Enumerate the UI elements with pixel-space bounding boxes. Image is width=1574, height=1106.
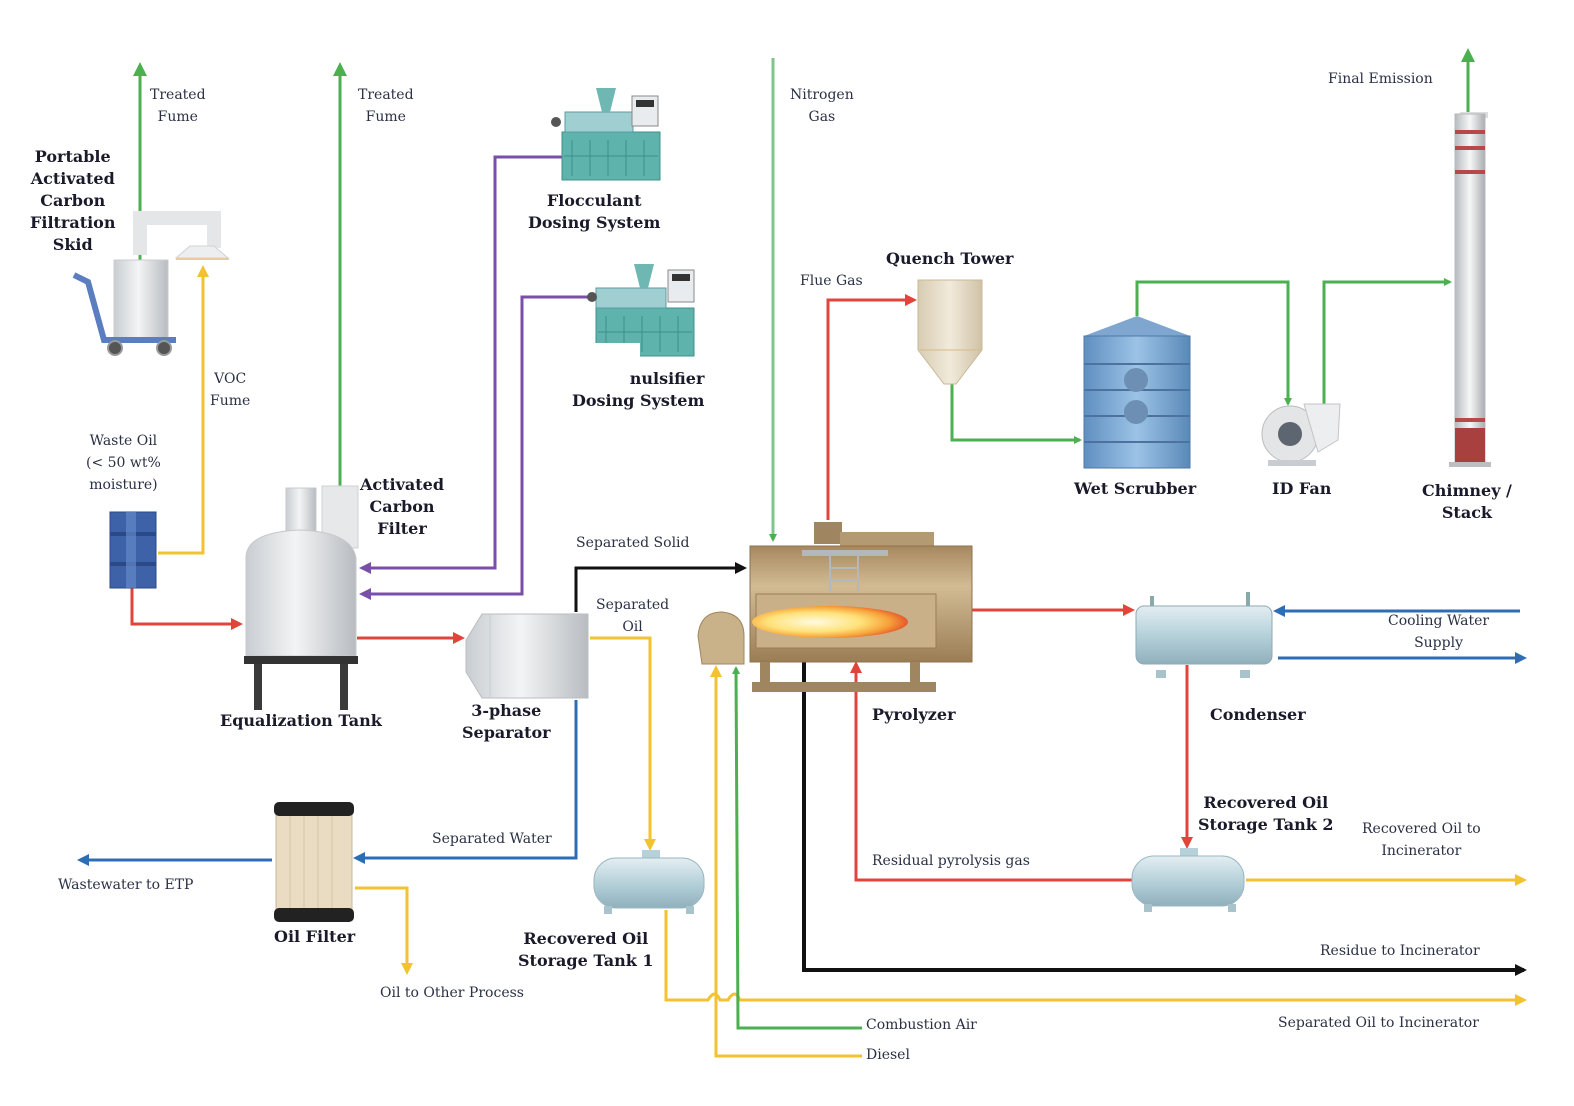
pipe-oil-other bbox=[355, 886, 413, 975]
label-storage-tank-1: Recovered Oil Storage Tank 1 bbox=[518, 929, 654, 970]
label-separated-solid: Separated Solid bbox=[576, 535, 690, 551]
portable-carbon-skid-icon bbox=[72, 211, 230, 356]
pipe-flocculant bbox=[359, 155, 562, 574]
pipe-separated-oil bbox=[590, 636, 656, 851]
label-separator: 3-phase Separator bbox=[462, 701, 551, 742]
label-separated-oil-incinerator: Separated Oil to Incinerator bbox=[1278, 1015, 1479, 1031]
pipe-flue-gas bbox=[826, 294, 917, 520]
storage-tank-1-icon bbox=[593, 850, 705, 914]
label-wet-scrubber: Wet Scrubber bbox=[1074, 479, 1197, 498]
wet-scrubber-icon bbox=[1083, 316, 1191, 469]
waste-oil-drum-icon bbox=[109, 511, 157, 589]
flocculant-dosing-system-icon bbox=[551, 88, 661, 181]
pipe-voc-fume bbox=[158, 265, 209, 555]
label-equalization-tank: Equalization Tank bbox=[220, 711, 382, 730]
label-treated-fume-1: Treated Fume bbox=[150, 87, 206, 125]
label-condenser: Condenser bbox=[1210, 705, 1306, 724]
pipe-scrubber-to-fan bbox=[1135, 280, 1292, 406]
label-residual-gas: Residual pyrolysis gas bbox=[872, 853, 1030, 869]
label-separated-oil: Separated Oil bbox=[596, 597, 670, 635]
label-residue-incinerator: Residue to Incinerator bbox=[1320, 943, 1480, 959]
pipe-combustion-air bbox=[732, 666, 862, 1030]
label-carbon-skid: Portable Activated Carbon Filtration Ski… bbox=[30, 147, 116, 254]
label-emulsifier: nulsifier Dosing System bbox=[572, 369, 705, 410]
id-fan-icon bbox=[1261, 403, 1341, 466]
pipe-waste-oil-feed bbox=[130, 588, 243, 630]
label-combustion-air: Combustion Air bbox=[866, 1017, 977, 1033]
label-wastewater: Wastewater to ETP bbox=[58, 877, 194, 893]
label-oil-other-process: Oil to Other Process bbox=[380, 985, 524, 1001]
condenser-icon bbox=[1135, 592, 1273, 678]
label-separated-water: Separated Water bbox=[432, 831, 552, 847]
quench-tower-icon bbox=[917, 279, 983, 385]
label-diesel: Diesel bbox=[866, 1047, 910, 1063]
label-cooling-water: Cooling Water Supply bbox=[1388, 613, 1490, 651]
pipe-quench-to-scrubber bbox=[950, 384, 1082, 444]
pipe-separated-water bbox=[353, 700, 578, 864]
pipe-separated-solid bbox=[574, 562, 747, 612]
pipe-diesel bbox=[710, 665, 862, 1058]
label-oil-filter: Oil Filter bbox=[274, 927, 356, 946]
label-voc-fume: VOC Fume bbox=[210, 371, 251, 409]
pyrolyzer-icon bbox=[697, 522, 973, 692]
label-flocculant: Flocculant Dosing System bbox=[528, 191, 661, 232]
storage-tank-2-icon bbox=[1131, 848, 1245, 912]
label-final-emission: Final Emission bbox=[1328, 71, 1433, 87]
label-storage-tank-2: Recovered Oil Storage Tank 2 bbox=[1198, 793, 1334, 834]
emulsifier-dosing-system-icon bbox=[560, 264, 695, 379]
oil-filter-icon bbox=[274, 802, 354, 922]
label-waste-oil: Waste Oil (< 50 wt% moisture) bbox=[86, 433, 161, 493]
label-chimney: Chimney / Stack bbox=[1422, 481, 1512, 522]
pipe-residue-incinerator bbox=[802, 660, 1527, 976]
three-phase-separator-icon bbox=[465, 613, 589, 699]
label-activated-carbon-filter: Activated Carbon Filter bbox=[360, 475, 445, 538]
chimney-stack-icon bbox=[1449, 112, 1491, 467]
pipe-residual-gas bbox=[850, 661, 1134, 882]
pipe-fan-to-stack bbox=[1322, 278, 1452, 404]
pipe-emulsifier bbox=[359, 295, 592, 600]
label-flue-gas: Flue Gas bbox=[800, 273, 863, 289]
label-quench-tower: Quench Tower bbox=[886, 249, 1014, 268]
label-pyrolyzer: Pyrolyzer bbox=[872, 705, 956, 724]
label-recovered-oil-incinerator: Recovered Oil to Incinerator bbox=[1362, 821, 1481, 859]
label-id-fan: ID Fan bbox=[1272, 479, 1332, 498]
equalization-tank-icon bbox=[244, 485, 359, 710]
label-treated-fume-2: Treated Fume bbox=[358, 87, 414, 125]
label-nitrogen-gas: Nitrogen Gas bbox=[790, 87, 854, 125]
